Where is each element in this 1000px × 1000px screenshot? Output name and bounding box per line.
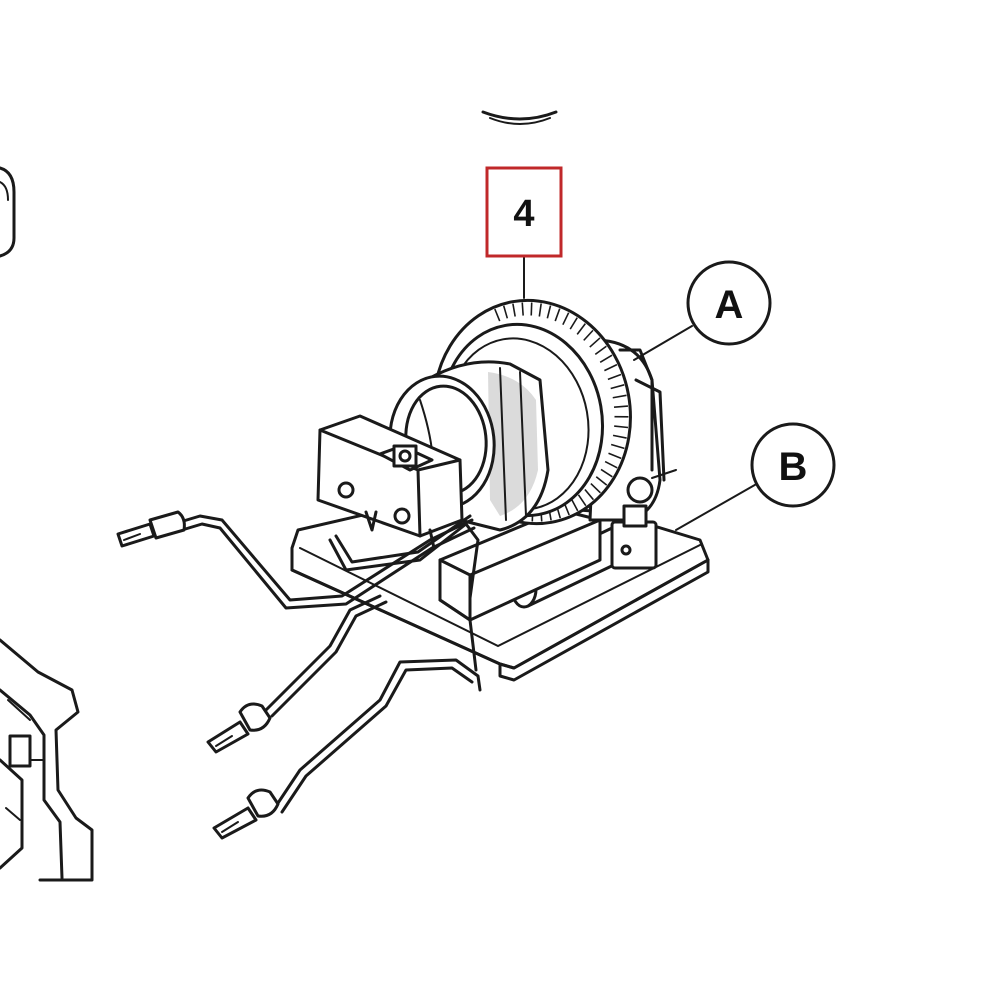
wire-harness xyxy=(178,514,482,814)
gear-tooth xyxy=(512,303,516,317)
gear-teeth xyxy=(494,302,629,522)
gear-tooth xyxy=(590,482,601,494)
terminal-top-left xyxy=(116,510,186,548)
leader-line-b xyxy=(675,481,761,531)
gear-tooth xyxy=(614,425,629,429)
gear-tooth xyxy=(583,329,594,341)
part-number-callout-box xyxy=(485,166,563,258)
gear-tooth xyxy=(610,443,625,450)
terminal-bottom-left-1 xyxy=(206,702,272,754)
gear-tooth xyxy=(608,452,622,460)
gear-tooth xyxy=(612,434,627,439)
gear-tooth xyxy=(538,303,542,317)
adjacent-part-left xyxy=(0,166,16,258)
gear-tooth xyxy=(599,354,613,363)
gear-tooth xyxy=(610,384,625,390)
gear-tooth xyxy=(546,305,552,319)
gear-tooth xyxy=(570,498,579,512)
callout-circle-b xyxy=(750,422,836,508)
adjacent-housing-bottom-left xyxy=(0,638,94,882)
gear-tooth xyxy=(554,308,561,322)
gear-tooth xyxy=(584,489,595,501)
gear-tooth xyxy=(613,405,629,408)
gear-tooth xyxy=(604,460,618,469)
callout-label-b: B xyxy=(779,445,808,489)
gear-tooth xyxy=(577,494,587,507)
callout-label-a: A xyxy=(715,283,744,327)
gear-tooth xyxy=(594,345,607,356)
gear-tooth xyxy=(502,305,509,319)
gear-tooth xyxy=(595,476,608,486)
adjacent-part-top xyxy=(481,110,558,125)
part-number-label: 4 xyxy=(513,193,534,235)
gear-tooth xyxy=(600,468,613,478)
gear-tooth xyxy=(607,373,622,381)
terminal-bottom-left-2 xyxy=(212,788,280,840)
gear-tooth xyxy=(576,323,586,335)
gear-tooth xyxy=(604,363,618,372)
gear-tooth xyxy=(569,317,578,330)
gear-tooth xyxy=(494,308,501,322)
leader-line-a xyxy=(633,325,693,361)
gear-tooth xyxy=(562,312,570,326)
callout-circle-a xyxy=(686,260,772,346)
gear-tooth xyxy=(589,337,601,348)
gear-tooth xyxy=(612,394,627,399)
gear-tooth xyxy=(521,302,524,316)
sensor-block xyxy=(610,469,677,570)
